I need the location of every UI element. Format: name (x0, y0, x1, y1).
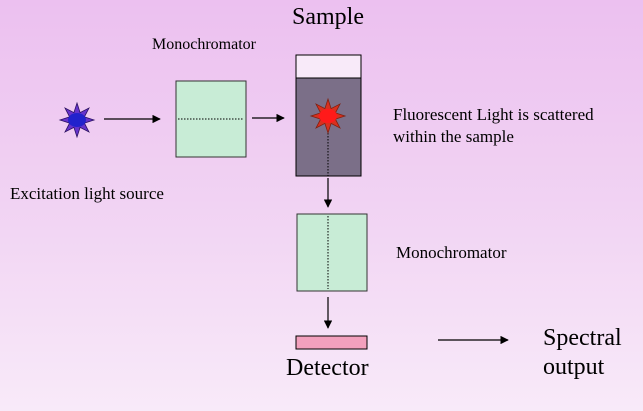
monochromator-top-label: Monochromator (152, 36, 256, 53)
fluorescence-note-line2: within the sample (393, 127, 514, 147)
spectral-output-line2: output (543, 353, 605, 380)
excitation-starburst-icon (58, 101, 96, 139)
fluorescence-note: Fluorescent Light is scattered within th… (393, 104, 633, 148)
monochromator-bottom-label: Monochromator (396, 243, 507, 262)
spectral-output-line1: Spectral (543, 325, 622, 351)
cuvette-top (295, 54, 362, 79)
detector-bar (295, 335, 368, 350)
excitation-core (68, 113, 86, 127)
emission-starburst-icon (309, 97, 347, 135)
emission-core (319, 109, 337, 123)
monochromator-bottom-box (296, 213, 368, 292)
fluorescence-note-line1: Fluorescent Light is scattered (393, 105, 594, 124)
spectral-output-label: Spectral output (543, 324, 643, 382)
excitation-source-label: Excitation light source (10, 184, 164, 203)
detector-label: Detector (286, 355, 369, 381)
sample-label: Sample (292, 4, 364, 30)
